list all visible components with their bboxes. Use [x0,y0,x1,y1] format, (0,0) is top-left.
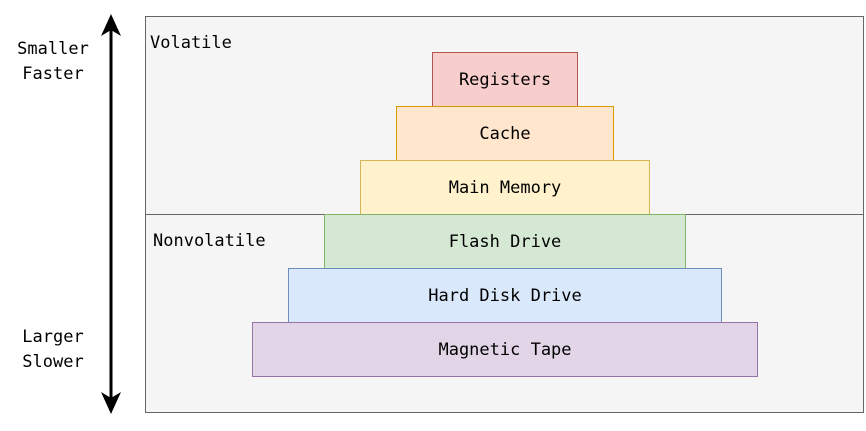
axis-bottom-label: Larger Slower [8,325,98,375]
axis-top-label: Smaller Faster [8,37,98,87]
tier-magnetic-tape: Magnetic Tape [252,322,758,377]
volatile-label: Volatile [150,33,232,53]
tier-hard-disk-drive: Hard Disk Drive [288,268,722,323]
axis-top-line1: Smaller [17,39,89,59]
tier-flash-drive: Flash Drive [324,214,686,269]
axis-top-line2: Faster [22,64,84,84]
tier-cache: Cache [396,106,614,161]
tier-main-memory: Main Memory [360,160,650,215]
axis-bottom-line2: Slower [22,352,84,372]
axis-bottom-line1: Larger [22,327,84,347]
nonvolatile-label: Nonvolatile [153,231,266,251]
tier-registers: Registers [432,52,578,107]
double-arrow-icon [101,14,121,414]
